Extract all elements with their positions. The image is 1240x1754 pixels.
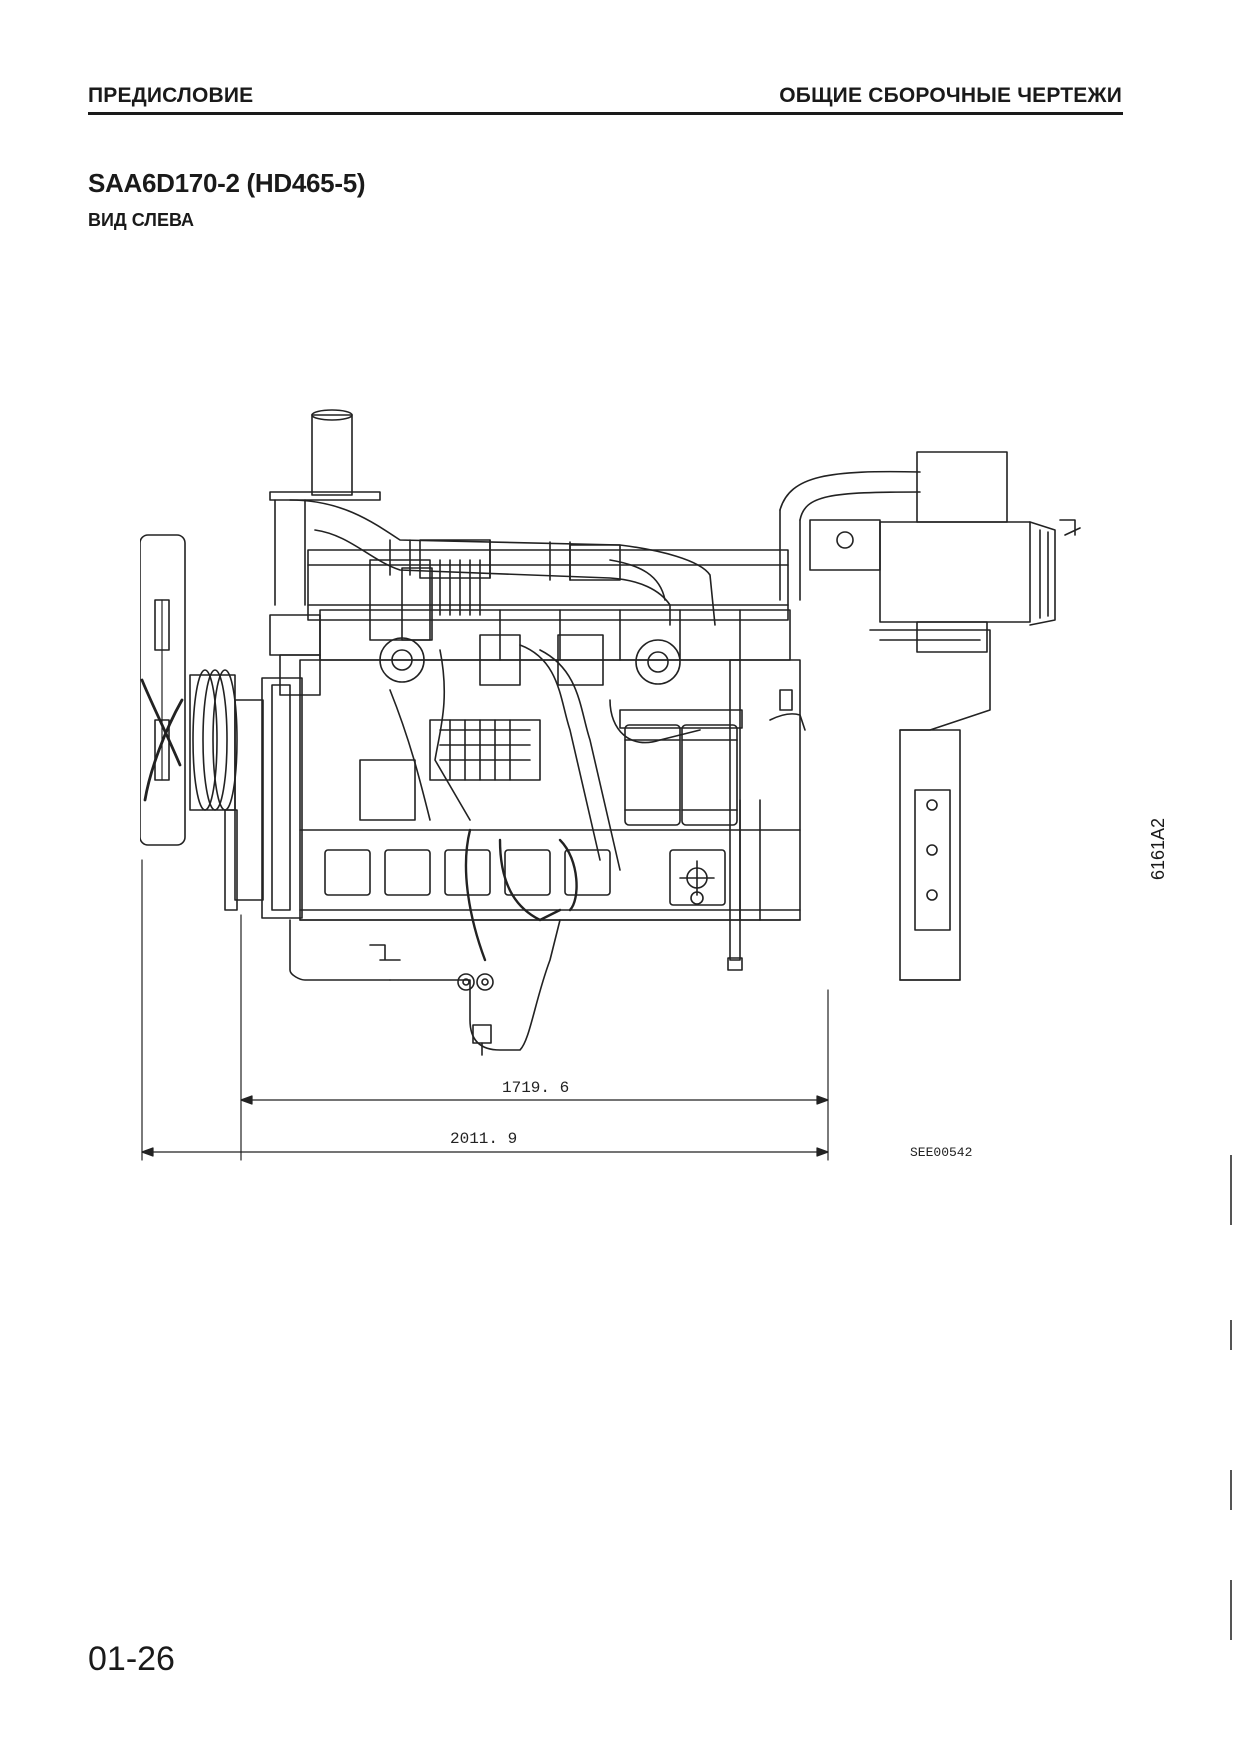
dimension-outer-label: 2011. 9 xyxy=(450,1130,517,1148)
header-divider xyxy=(88,112,1123,115)
page-number: 01-26 xyxy=(88,1640,175,1678)
model-title: SAA6D170-2 (HD465-5) xyxy=(88,168,366,198)
crank-pulley xyxy=(189,669,238,811)
wiring-harness xyxy=(464,828,578,962)
fuel-filters xyxy=(619,709,743,826)
scan-edge-mark xyxy=(1230,1155,1232,1225)
header-section-right: ОБЩИЕ СБОРОЧНЫЕ ЧЕРТЕЖИ xyxy=(779,84,1122,107)
dimension-inner-label: 1719. 6 xyxy=(502,1079,569,1097)
oil-pan xyxy=(289,919,561,1056)
air-cleaner xyxy=(779,451,1081,653)
exhaust-stack xyxy=(269,409,381,606)
header-section-left: ПРЕДИСЛОВИЕ xyxy=(88,84,254,107)
drawing-reference-code: SEE00542 xyxy=(910,1145,972,1160)
dimension-lines xyxy=(141,859,829,1161)
cooling-fan xyxy=(140,534,186,846)
cylinder-head xyxy=(269,549,791,696)
engine-left-view-drawing: 1719. 6 2011. 9 SEE00542 xyxy=(140,409,1081,1161)
view-label: ВИД СЛЕВА xyxy=(88,210,195,230)
cylinder-block xyxy=(299,659,801,921)
intake-pipe xyxy=(289,499,716,626)
rear-fittings xyxy=(769,689,806,731)
scan-edge-mark xyxy=(1230,1320,1232,1350)
scan-edge-mark xyxy=(1230,1470,1232,1510)
engine-mount-right xyxy=(869,629,991,981)
dipstick-tube xyxy=(727,659,743,971)
scan-edge-mark xyxy=(1230,1580,1232,1640)
side-figure-code: 6161A2 xyxy=(1148,817,1168,880)
fuel-system xyxy=(359,634,701,871)
